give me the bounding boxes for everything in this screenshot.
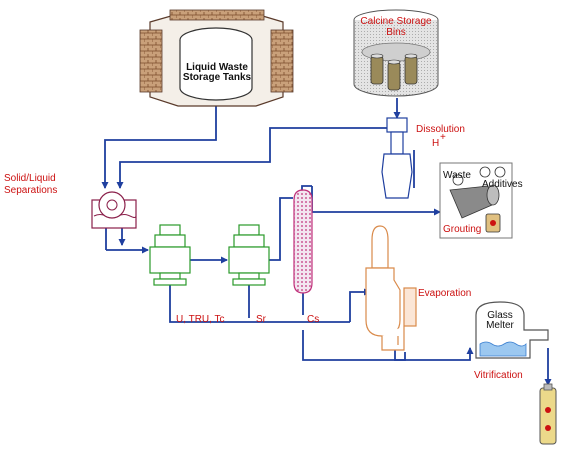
- u-tru-tc-label: U, TRU, Tc: [176, 314, 225, 325]
- flow-to-melter: [394, 345, 474, 361]
- flow-to-grouting: [311, 186, 441, 216]
- flow-lines: [101, 98, 552, 386]
- flow-column-top: [301, 185, 312, 190]
- flow-collection-to-evaporator: [349, 288, 371, 322]
- solid-liquid-label-line1: Solid/Liquid: [4, 173, 56, 184]
- grouting-label: Grouting: [443, 224, 481, 235]
- calcine-label-line2: Bins: [386, 27, 405, 38]
- separator-icon: [91, 191, 137, 229]
- glass-melter-label-line2: Melter: [486, 320, 514, 331]
- radioactive-canister-icon: [539, 383, 557, 445]
- liquid-waste-label-line2: Storage Tanks: [183, 72, 252, 83]
- flow-dissolution-to-separator: [116, 127, 388, 189]
- glass-melter-label-line1: Glass: [487, 310, 513, 321]
- flow-extractor2-to-column: [269, 197, 293, 261]
- sr-label: Sr: [256, 314, 267, 325]
- dissolver-icon: [381, 117, 413, 199]
- evaporator-icon: [365, 225, 417, 351]
- dissolution-acid-label: H: [432, 138, 439, 149]
- vitrification-label: Vitrification: [474, 370, 523, 381]
- extractor-icon: [149, 224, 191, 286]
- dissolution-label: Dissolution: [416, 124, 465, 135]
- flow-evaporator-to-melter: [302, 330, 406, 361]
- calcine-bins-icon: [353, 9, 439, 97]
- additives-label: Additives: [482, 179, 523, 190]
- flow-liquid-waste-to-separator: [101, 105, 217, 189]
- calcine-label-line1: Calcine Storage: [360, 16, 432, 27]
- dissolution-acid-superscript: +: [440, 132, 446, 143]
- liquid-waste-tank-icon: [139, 9, 294, 107]
- glass-melter-icon: [475, 301, 549, 359]
- cs-label: Cs: [307, 314, 319, 325]
- grouting-mixer-icon: [439, 162, 513, 239]
- waste-label: Waste: [443, 170, 471, 181]
- flow-extractor1-down: [169, 285, 350, 323]
- extractor-icon: [228, 224, 270, 286]
- solid-liquid-label-line2: Separations: [4, 185, 57, 196]
- ion-exchange-column-icon: [293, 189, 313, 294]
- liquid-waste-label-line1: Liquid Waste: [186, 62, 248, 73]
- evaporation-label: Evaporation: [418, 288, 471, 299]
